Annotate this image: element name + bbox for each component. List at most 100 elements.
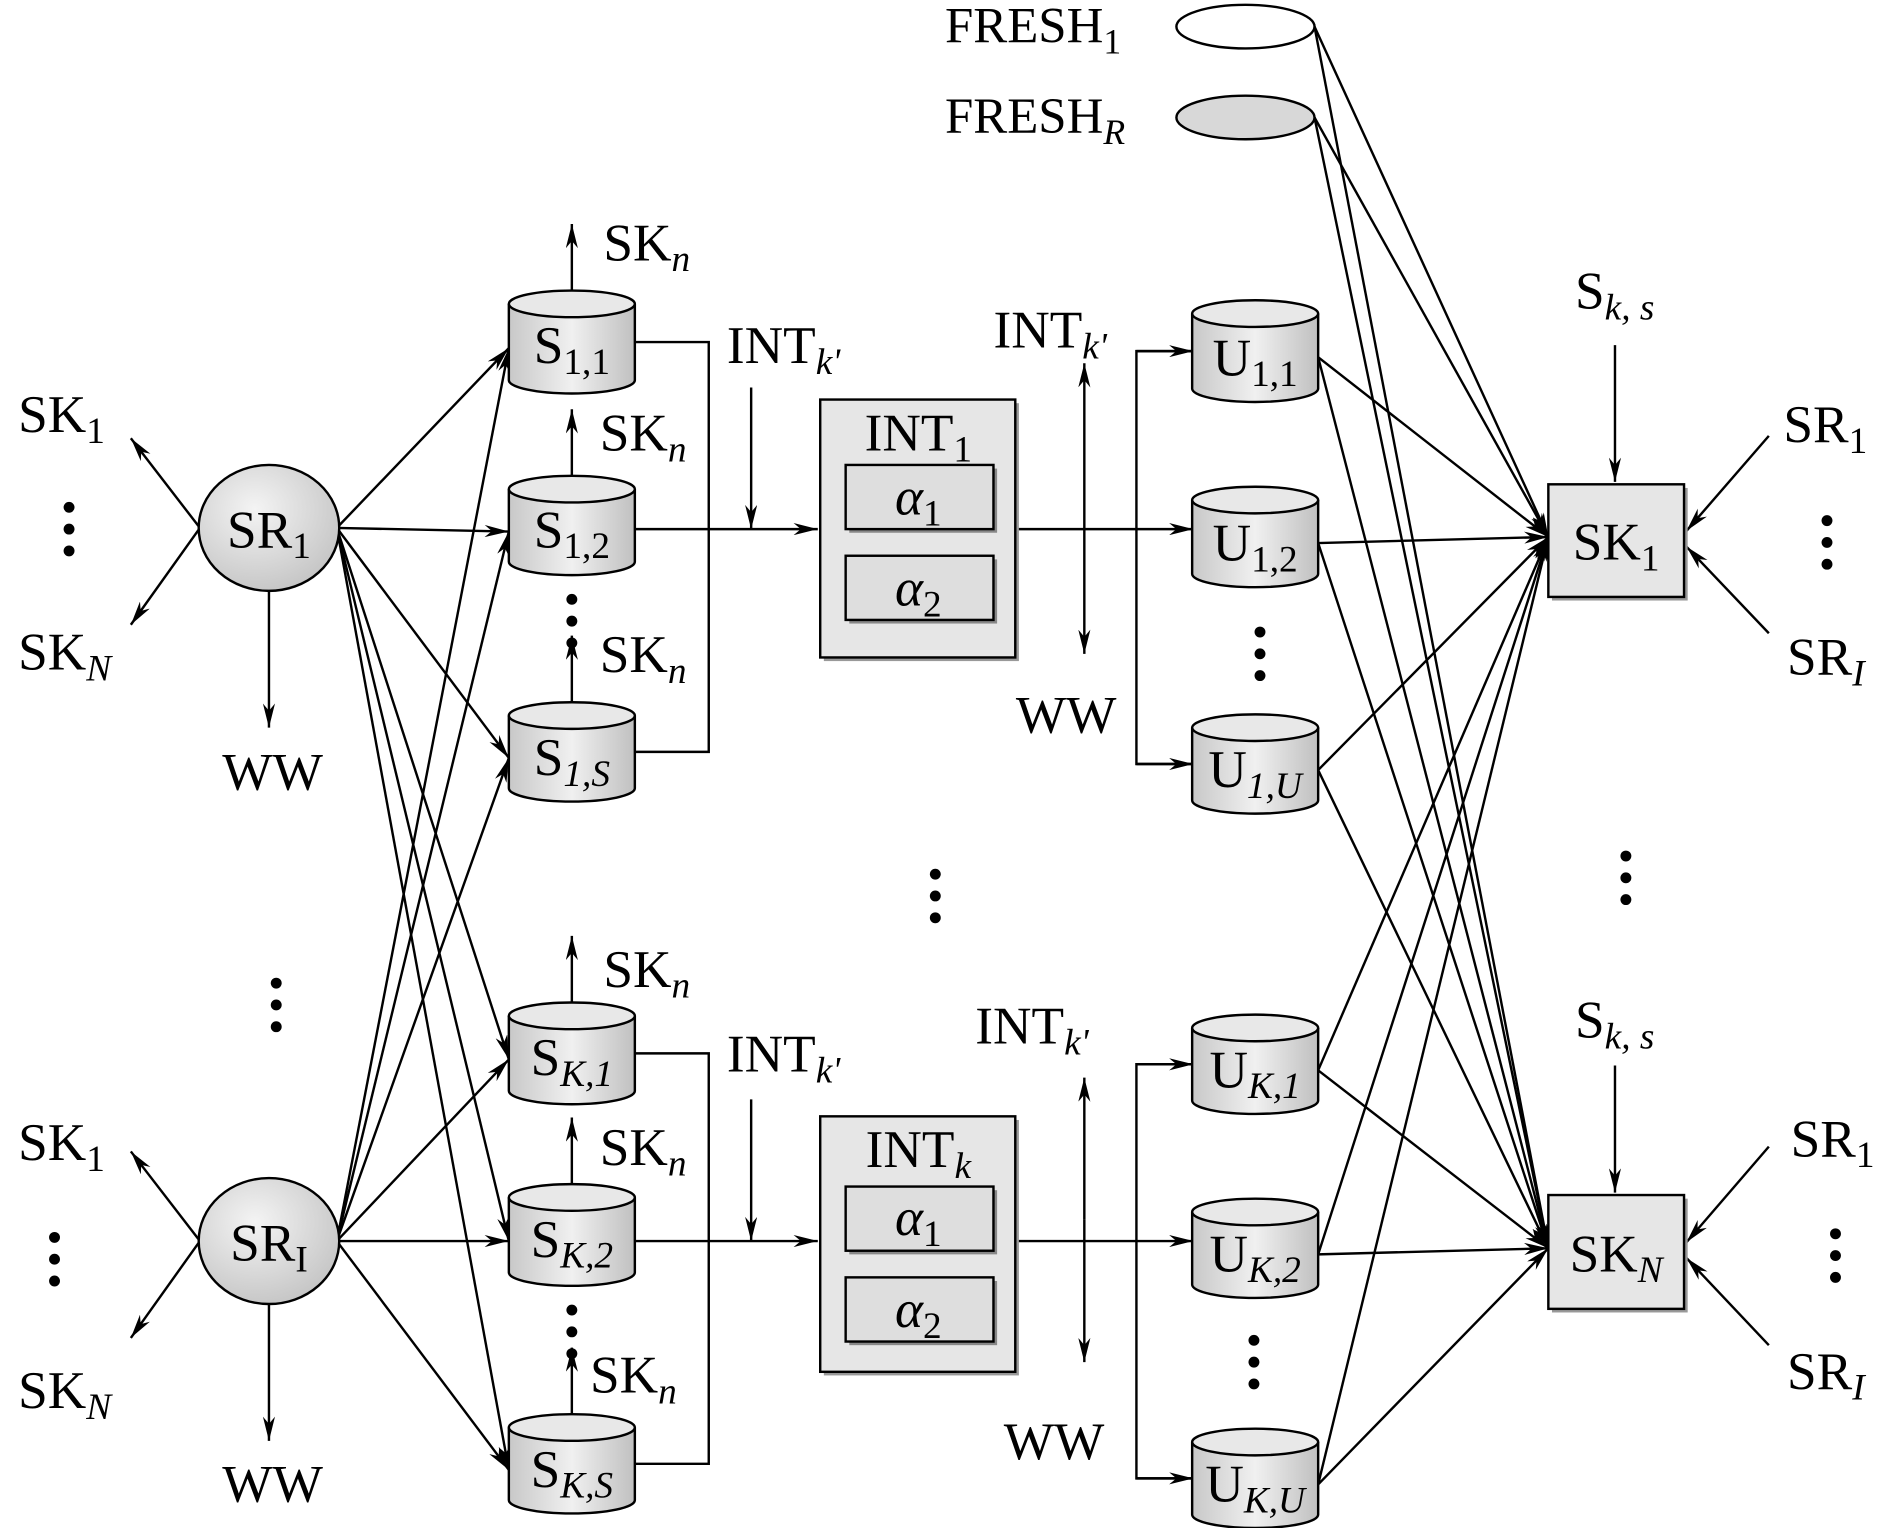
sink-box-skn[interactable] (1547, 1193, 1686, 1311)
label-main: SR (227, 500, 293, 559)
storage-cylinder-s1S[interactable] (507, 701, 637, 803)
label-main: α (895, 468, 924, 527)
label-freshR: FRESHR (945, 89, 1125, 152)
fresh-1-node[interactable] (1175, 3, 1316, 50)
ellipsis-dots (1248, 1378, 1260, 1390)
label-subscript: 1 (1856, 1135, 1875, 1176)
label-main: SK (1573, 512, 1641, 571)
int-box-k[interactable] (818, 1115, 1019, 1376)
label-main: SK (1570, 1224, 1638, 1283)
label-subscript: K,S (559, 1466, 613, 1507)
alpha-box[interactable] (844, 463, 995, 531)
label-intk4: INTk' (975, 997, 1089, 1064)
source-node-sr1[interactable] (197, 463, 341, 593)
storage-cylinder-sK1[interactable] (507, 1001, 637, 1106)
user-to-sink-edge (1316, 536, 1550, 1485)
label-subscript: N (85, 1387, 113, 1428)
storage-cylinder-sKS[interactable] (507, 1412, 637, 1515)
sr-input-arrow (1685, 435, 1770, 532)
label-subscript: k' (1064, 1023, 1090, 1064)
label-s11: S1,1 (534, 316, 610, 383)
storage-cylinder-sK2[interactable] (507, 1182, 637, 1288)
source-node-sri[interactable] (197, 1176, 341, 1306)
storage-cylinder-s11[interactable] (507, 289, 637, 395)
fresh-r-node[interactable] (1175, 94, 1316, 141)
label-main: WW (1016, 686, 1117, 745)
label-sk1box: SK1 (1573, 512, 1660, 579)
label-u12: U1,2 (1213, 514, 1298, 581)
sink-box-sk1[interactable] (1547, 483, 1686, 599)
label-main: U (1209, 1224, 1247, 1283)
storage-cylinder-uK2[interactable] (1190, 1197, 1320, 1300)
label-s12: S1,2 (534, 500, 610, 567)
label-main: SK (603, 213, 671, 272)
label-subscript: 1 (1849, 421, 1868, 462)
user-to-sink-edge (1317, 536, 1550, 771)
label-sK1: SK,1 (531, 1028, 614, 1095)
label-subscript: 1 (953, 429, 972, 470)
ellipsis-dots (929, 868, 941, 880)
ellipsis-dots (566, 1304, 578, 1316)
label-main: WW (1004, 1412, 1105, 1471)
label-sK2: SK,2 (531, 1210, 614, 1277)
label-subscript: I (295, 1239, 307, 1280)
label-u1U: U1,U (1208, 740, 1303, 807)
label-ww-a: WW (222, 742, 323, 801)
output-arrow (129, 527, 201, 626)
int-box-1[interactable] (818, 398, 1019, 662)
label-sk1-b: SK1 (18, 1113, 105, 1180)
label-subscript: K,1 (559, 1054, 613, 1095)
label-main: S (1575, 262, 1605, 321)
label-subscript: n (671, 966, 690, 1007)
ellipsis-dots (1821, 536, 1833, 548)
alpha-box[interactable] (844, 1276, 995, 1343)
label-main: WW (222, 1454, 323, 1513)
alpha-box[interactable] (844, 554, 995, 622)
alpha-box[interactable] (844, 1185, 995, 1252)
label-main: SK (18, 385, 86, 444)
label-main: FRESH (945, 89, 1103, 145)
label-intk3: INTk' (993, 301, 1107, 368)
ellipsis-dots (1830, 1250, 1841, 1262)
ellipsis-dots (1248, 1334, 1260, 1346)
label-subscript: n (668, 651, 687, 692)
label-main: U (1205, 1454, 1243, 1513)
label-main: U (1213, 514, 1251, 573)
ellipsis-dots (270, 1021, 282, 1033)
label-skNbox: SKN (1570, 1224, 1665, 1291)
label-main: S (1575, 991, 1605, 1050)
label-main: WW (222, 742, 323, 801)
label-s1S: S1,S (534, 728, 611, 795)
label-sr1: SR1 (227, 500, 311, 567)
label-subscript: 1,1 (1251, 354, 1298, 395)
output-arrow (129, 437, 201, 529)
label-subscript: 1 (1103, 21, 1121, 61)
ellipsis-dots (1830, 1228, 1841, 1240)
label-main: S (531, 1028, 561, 1087)
label-main: SK (18, 1361, 86, 1420)
storage-cylinder-uK1[interactable] (1190, 1013, 1320, 1116)
label-subscript: k' (1082, 326, 1108, 367)
label-sri-r2: SRI (1787, 1342, 1866, 1409)
ellipsis-dots (929, 912, 941, 924)
label-subscript: 1,U (1247, 766, 1304, 807)
ellipsis-dots (1248, 1356, 1260, 1368)
output-arrow (129, 1240, 201, 1339)
label-subscript: 1 (292, 526, 311, 567)
label-main: FRESH (945, 0, 1103, 54)
label-skn3: SKn (600, 625, 687, 692)
ellipsis-dots (1620, 894, 1632, 906)
edges-layer (129, 26, 1770, 1486)
label-uKU: UK,U (1205, 1454, 1307, 1521)
storage-cylinder-u11[interactable] (1190, 299, 1320, 404)
storage-cylinder-uKU[interactable] (1190, 1427, 1320, 1528)
output-arrow (129, 1150, 201, 1242)
label-main: SK (18, 623, 86, 682)
storage-cylinder-u1U[interactable] (1190, 713, 1320, 815)
storage-cylinder-s12[interactable] (507, 474, 637, 577)
storage-cylinder-u12[interactable] (1190, 485, 1320, 589)
label-subscript: 1,1 (563, 342, 610, 383)
source-to-store-edge (335, 1058, 510, 1242)
label-subscript: n (658, 1371, 677, 1412)
label-fresh1: FRESH1 (945, 0, 1121, 61)
